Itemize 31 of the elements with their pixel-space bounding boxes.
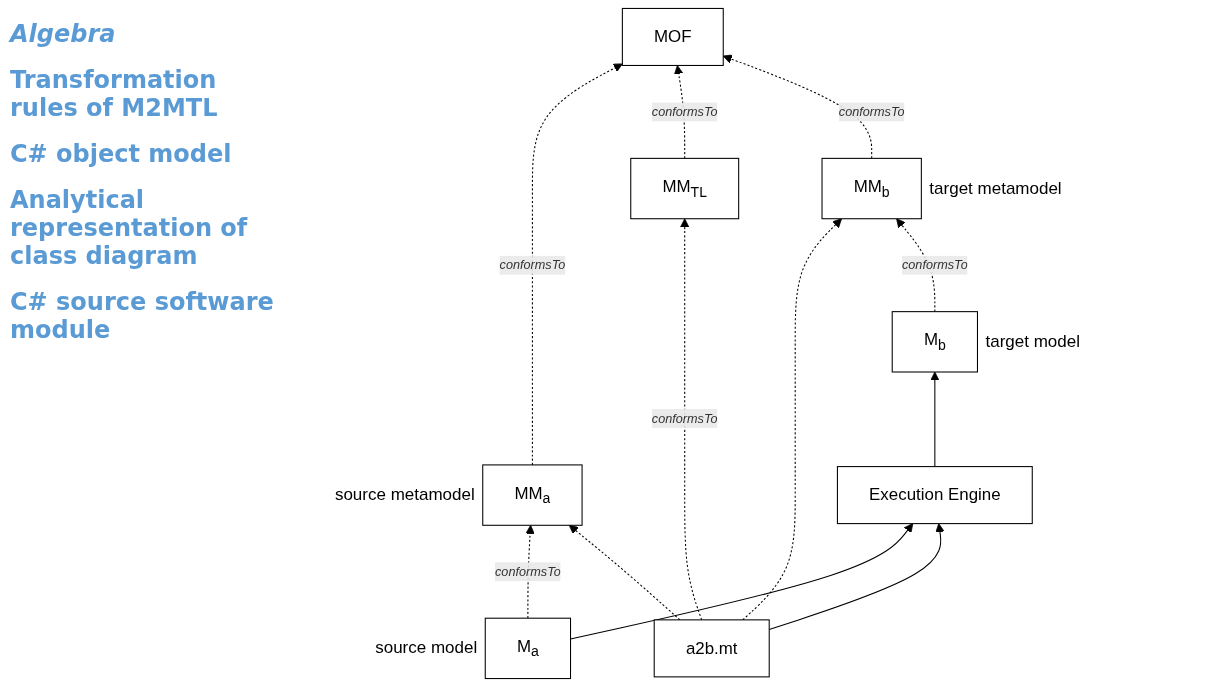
annotation-text: Algebra	[10, 20, 117, 48]
node-box: Execution Engine	[836, 466, 1033, 525]
arrow	[930, 371, 940, 468]
node-caption: target metamodel	[929, 178, 1062, 199]
node-caption: target model	[985, 331, 1080, 352]
node-box: MM$_{a}$	[482, 464, 583, 526]
node-caption: source model	[375, 638, 478, 659]
arrow	[570, 523, 914, 640]
node-box: MOF	[621, 7, 724, 66]
node-box: MM$_{TL}$	[630, 157, 740, 220]
node-box: a2b.mt	[653, 619, 770, 678]
edge-label: conformsTo	[499, 257, 566, 273]
arrow	[531, 63, 623, 466]
annotation-text: Transformation rules of M2MTL	[10, 66, 219, 122]
edge-label: conformsTo	[651, 411, 718, 426]
node-box: M$_{b}$	[891, 311, 978, 373]
annotation-text: Analytical representation of class diagram	[10, 186, 249, 270]
node-caption: source metamodel	[334, 485, 475, 506]
edge-label: conformsTo	[651, 104, 718, 120]
edge-label: conformsTo	[495, 564, 561, 580]
node-box: M$_{a}$	[484, 617, 572, 680]
edge-label: conformsTo	[901, 257, 968, 273]
arrow	[674, 65, 686, 159]
arrow	[742, 218, 842, 621]
arrow	[896, 218, 936, 313]
arrow	[680, 218, 703, 621]
edge-label: conformsTo	[838, 104, 905, 120]
annotation-text: C# object model	[10, 140, 233, 168]
arrow	[525, 524, 535, 619]
node-box: MM$_{b}$	[821, 157, 922, 220]
annotation-text: C# source software module	[10, 288, 275, 344]
